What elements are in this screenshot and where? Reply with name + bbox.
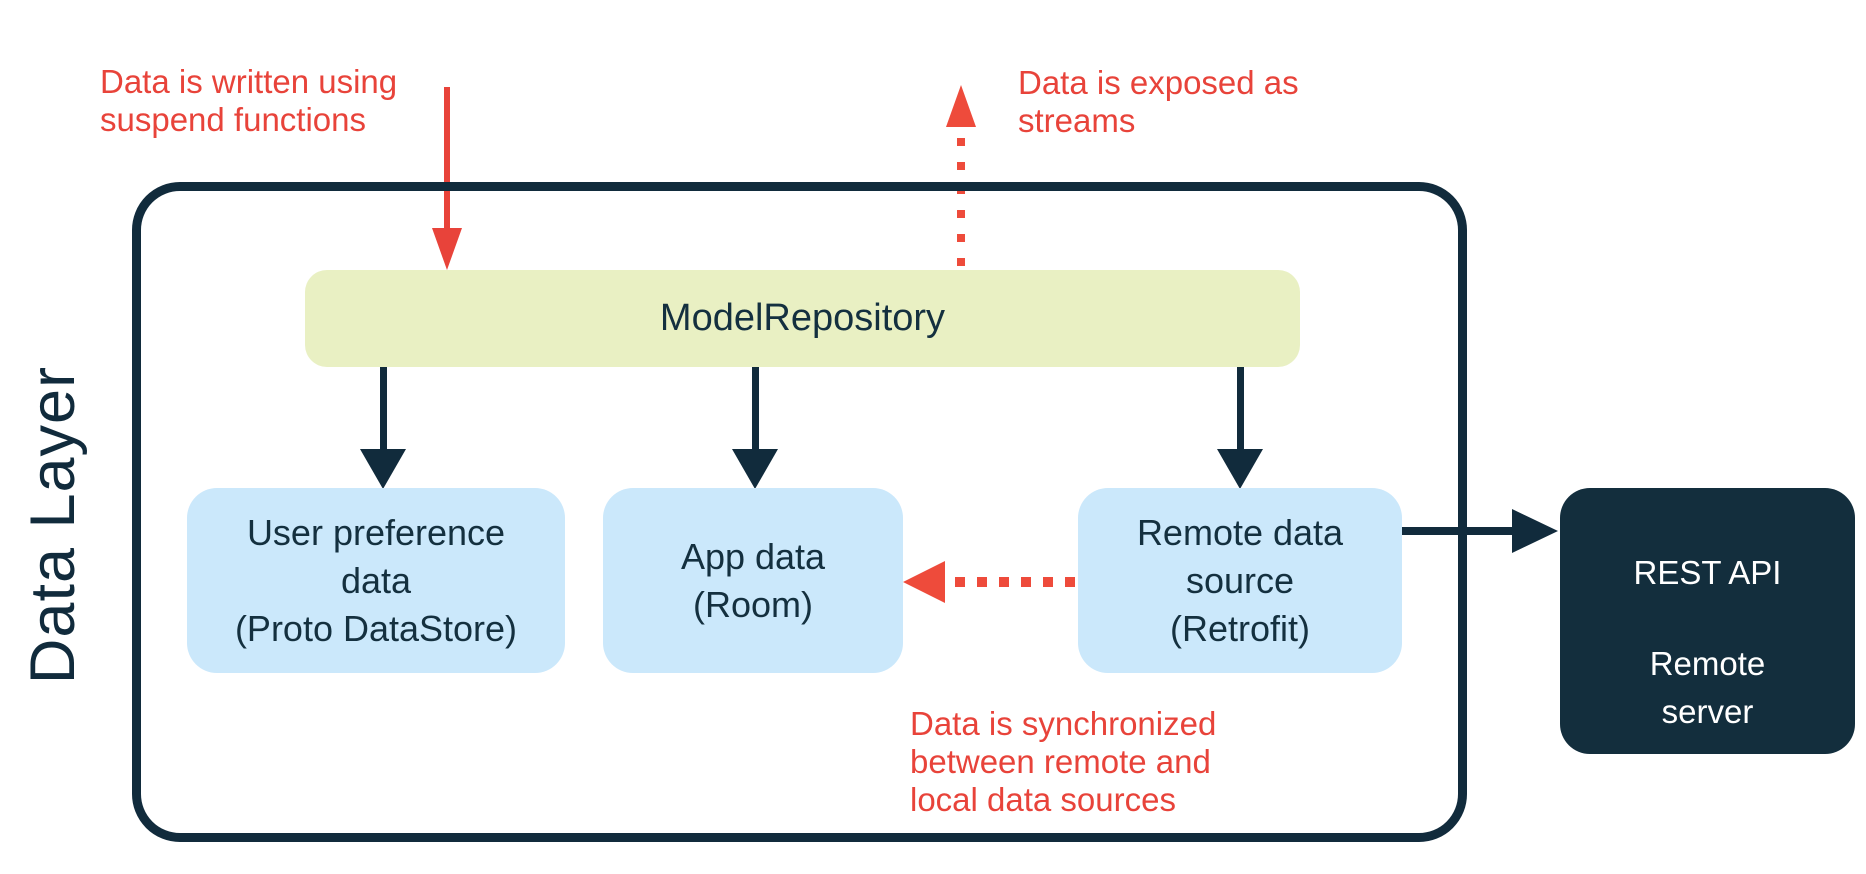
annotation-line: Data is exposed as	[1018, 64, 1299, 101]
node-label-line: (Proto DataStore)	[234, 607, 518, 649]
annotation-line: suspend functions	[100, 101, 367, 138]
node-user-preference-data: User preference data (Proto DataStore)	[187, 488, 565, 673]
annotation-write-suspend: Data is written using suspend functions	[100, 63, 397, 139]
annotation-line: streams	[1018, 102, 1136, 139]
sync-arrowhead-icon	[903, 561, 945, 603]
annotation-expose-streams: Data is exposed as streams	[1018, 64, 1299, 140]
write-arrowhead-icon	[432, 228, 462, 270]
model-repository-node: ModelRepository	[305, 270, 1300, 367]
data-layer-label: Data Layer	[18, 365, 88, 685]
sync-arrow-dotted-line	[955, 577, 1078, 587]
arrow-repo-to-prefs-line	[380, 367, 387, 452]
arrow-repo-to-remote-line	[1237, 367, 1244, 452]
node-label-line: Remote	[1649, 645, 1766, 682]
rest-api-label: REST API	[1633, 554, 1782, 591]
node-label-line: (Retrofit)	[1169, 607, 1310, 649]
node-rest-api-server: REST API Remote server	[1560, 488, 1855, 754]
annotation-line: between remote and	[910, 743, 1211, 780]
data-layer-container	[132, 182, 1467, 842]
node-label-line: Remote data	[1136, 511, 1344, 553]
annotation-line: Data is written using	[100, 63, 398, 100]
node-app-data: App data (Room)	[603, 488, 903, 673]
arrow-repo-to-prefs-head-icon	[360, 449, 406, 489]
annotation-sync: Data is synchronized between remote and …	[910, 705, 1216, 819]
node-label-line: data	[340, 559, 412, 601]
node-label-line: server	[1661, 693, 1754, 730]
arrow-repo-to-appdata-line	[752, 367, 759, 452]
arrow-remote-to-server-line	[1402, 527, 1520, 535]
arrow-repo-to-appdata-head-icon	[732, 449, 778, 489]
expose-arrowhead-icon	[946, 85, 976, 127]
arrow-remote-to-server-head-icon	[1512, 509, 1558, 553]
annotation-line: Data is synchronized	[910, 705, 1217, 742]
remote-server-label: Remote server	[1560, 640, 1855, 736]
model-repository-label: ModelRepository	[659, 297, 946, 339]
node-remote-data-source: Remote data source (Retrofit)	[1078, 488, 1402, 673]
node-label-line: App data	[680, 535, 826, 577]
node-label-line: (Room)	[692, 583, 813, 625]
annotation-line: local data sources	[910, 781, 1176, 818]
arrow-repo-to-remote-head-icon	[1217, 449, 1263, 489]
node-label-line: User preference	[246, 511, 506, 553]
node-label-line: source	[1185, 559, 1295, 601]
expose-arrow-dotted-line	[957, 138, 965, 270]
write-arrow-line	[444, 87, 450, 231]
